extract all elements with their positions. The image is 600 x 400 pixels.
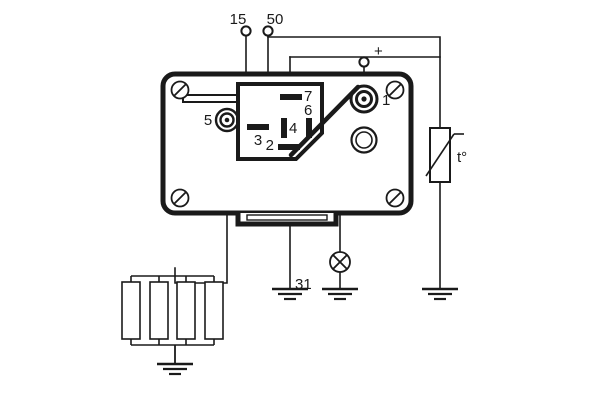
screw-icon-top-left	[170, 80, 190, 100]
label-terminal-1: 1	[382, 92, 390, 109]
connector-block	[236, 82, 361, 161]
contact-blade-2	[278, 144, 300, 150]
battery-cell-4	[204, 281, 224, 340]
indicator-lamp-icon	[329, 251, 351, 273]
contact-blade-4	[281, 118, 287, 138]
battery-symbol-icon	[121, 275, 224, 364]
screw-icon-top-right	[385, 80, 405, 100]
contact-blade-6	[306, 118, 312, 138]
label-terminal-6: 6	[304, 102, 312, 119]
housing-port-hole	[350, 126, 378, 154]
thermistor-symbol-icon	[425, 127, 464, 183]
terminal-post-5-core	[224, 117, 230, 123]
terminal-post-1[interactable]	[349, 84, 379, 114]
label-terminal-plus: +	[374, 43, 383, 60]
ground-symbol-lamp	[322, 287, 358, 301]
label-terminal-15: 15	[230, 11, 247, 28]
ground-symbol-battery	[157, 362, 193, 376]
battery-cell-2	[149, 281, 169, 340]
contact-blade-3	[247, 124, 269, 130]
ground-symbol-31	[272, 287, 308, 301]
thermistor-slash	[425, 133, 455, 177]
label-terminal-5: 5	[204, 112, 212, 129]
lamp-cross-b	[332, 254, 348, 270]
screw-icon-bottom-right	[385, 188, 405, 208]
terminal-post-15[interactable]	[240, 25, 252, 37]
label-terminal-3: 3	[254, 132, 262, 149]
connector-outline	[236, 82, 324, 161]
label-terminal-50: 50	[267, 11, 284, 28]
label-terminal-4: 4	[289, 120, 297, 137]
switch-arm-diagonal	[288, 84, 361, 158]
ground-symbol-thermistor	[422, 287, 458, 301]
label-terminal-7: 7	[304, 88, 312, 105]
label-thermistor: t°	[457, 149, 467, 166]
terminal-post-1-core	[361, 96, 367, 102]
screws-group	[170, 80, 405, 208]
battery-cell-1	[121, 281, 141, 340]
terminal-post-50[interactable]	[262, 25, 274, 37]
terminal-post-5[interactable]	[214, 107, 240, 133]
wire-50-to-thermistor	[267, 36, 441, 129]
label-terminal-31: 31	[295, 276, 312, 293]
contact-blade-7	[280, 94, 302, 100]
housing-tab-slot	[246, 214, 328, 221]
screw-icon-bottom-left	[170, 188, 190, 208]
label-terminal-2: 2	[266, 137, 274, 154]
labels-layer: 15 50 + 1 5 7 6 4 3 2 31 t°	[204, 11, 467, 293]
battery-cell-3	[176, 281, 196, 340]
terminal-post-plus[interactable]	[358, 56, 370, 68]
